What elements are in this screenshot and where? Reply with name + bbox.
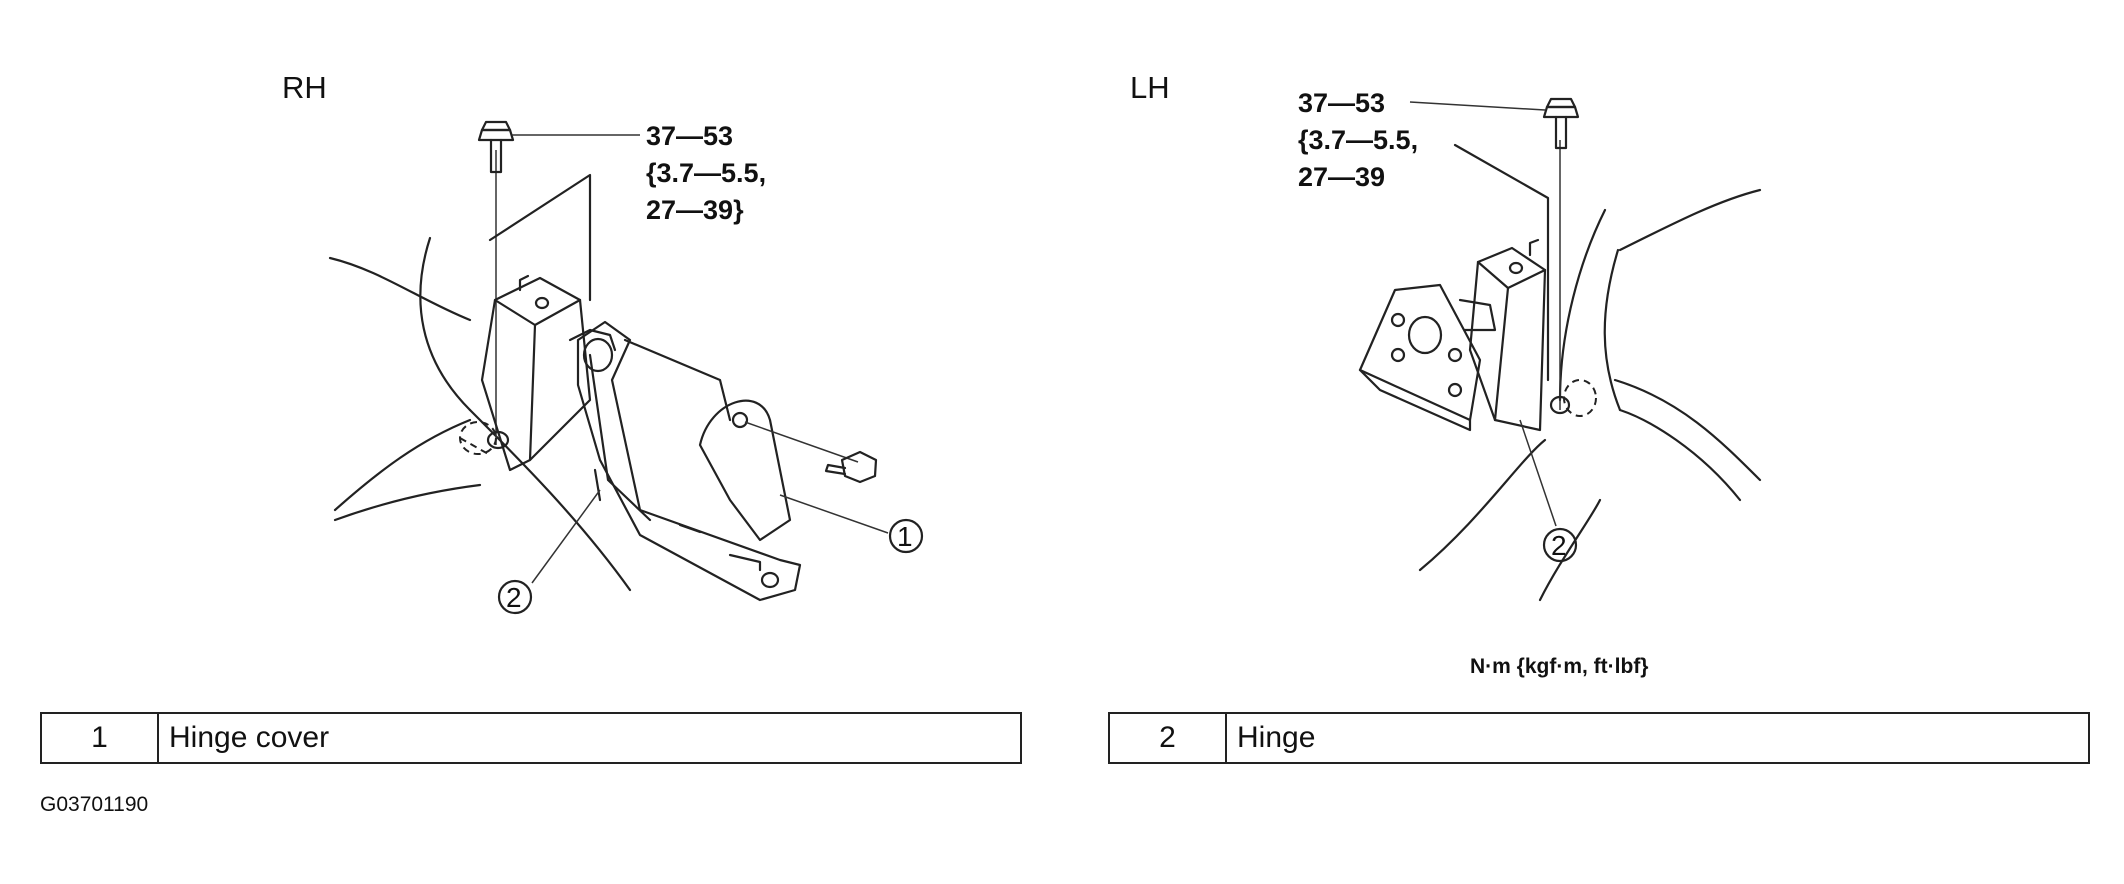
lh-label: LH (1130, 70, 1170, 105)
lh-torque-spec: 37—53 {3.7—5.5, 27—39 (1298, 88, 1419, 192)
legend-part-name: Hinge cover (169, 721, 330, 754)
rh-label: RH (282, 70, 327, 105)
figure-code: G03701190 (40, 793, 149, 816)
rh-view: 1 2 (328, 120, 924, 615)
legend-row-1: 1 Hinge cover (40, 712, 1022, 764)
rh-hinge-cover (576, 320, 802, 602)
lh-view: 2 (1358, 97, 1762, 602)
lh-bolt (1542, 97, 1580, 150)
svg-text:2: 2 (1551, 530, 1567, 561)
svg-text:2: 2 (506, 582, 522, 613)
lh-hinge (1358, 283, 1482, 432)
rh-screw (744, 421, 878, 484)
torque-units: N·m {kgf·m, ft·lbf} (1470, 655, 1649, 678)
rh-torque-spec: 37—53 {3.7—5.5, 27—39} (646, 121, 767, 225)
rh-bolt (477, 120, 515, 174)
legend-number: 2 (1110, 714, 1227, 762)
svg-text:1: 1 (897, 521, 913, 552)
legend-number: 1 (42, 714, 159, 762)
legend-part-name: Hinge (1237, 721, 1316, 754)
legend-row-2: 2 Hinge (1108, 712, 2090, 764)
